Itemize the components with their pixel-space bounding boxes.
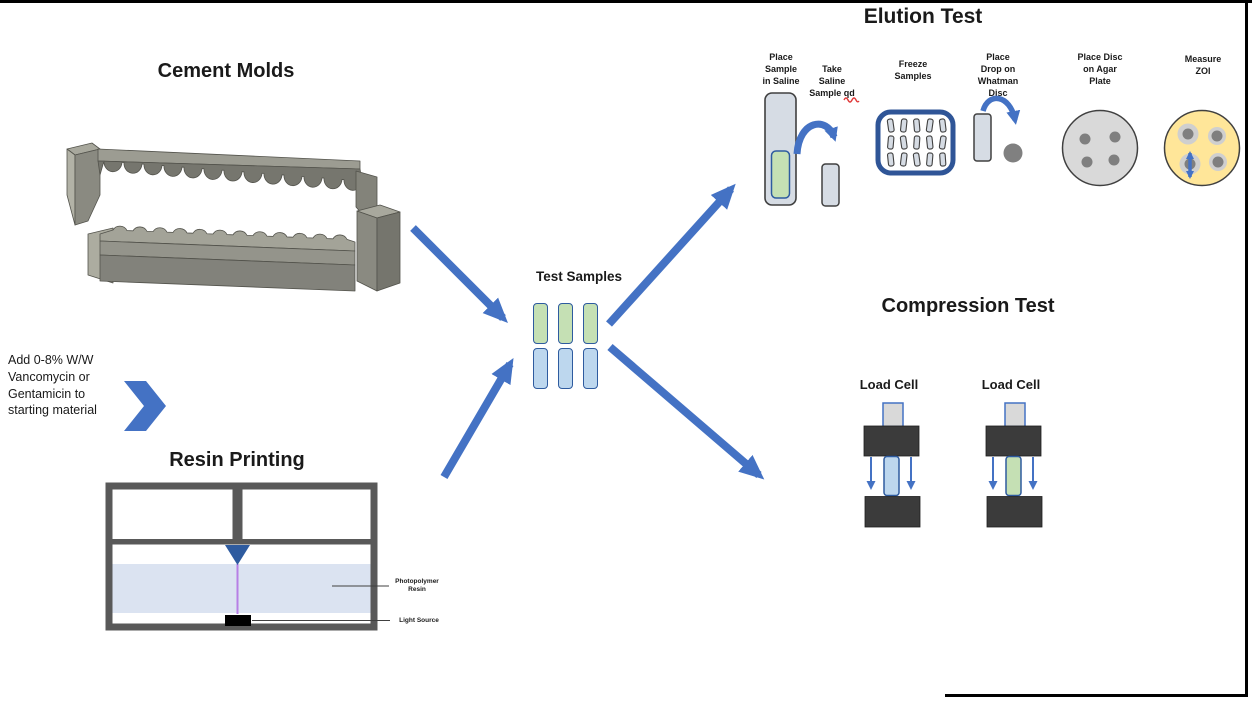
- frame-bottom-border: [945, 694, 1248, 697]
- chevron-arrow-icon: [124, 381, 166, 431]
- load-cell-right-label: Load Cell: [981, 377, 1041, 392]
- step-label-place-drop-whatman: Place Drop on Whatman Disc: [977, 52, 1019, 98]
- photopolymer-resin-label: Photopolymer Resin: [395, 578, 439, 594]
- light-source-block: [225, 615, 251, 626]
- plunger-icon: [1004, 402, 1026, 428]
- agar-plate-icon: [1061, 109, 1139, 187]
- zoi-plate-icon: [1163, 109, 1241, 187]
- arrow-printing-to-samples: [440, 357, 514, 480]
- mold-bottom-right-cap: [356, 210, 378, 292]
- plunger-icon: [882, 402, 904, 428]
- test-sample-blue-3: [583, 348, 598, 389]
- blue-sample-under-load: [883, 455, 900, 497]
- lower-platen: [986, 496, 1043, 528]
- step-label-place-disc-agar: Place Disc on Agar Plate: [1077, 52, 1123, 86]
- agar-plate-discs: [1079, 131, 1121, 168]
- load-cell-left-label: Load Cell: [859, 377, 919, 392]
- elution-test-graphics: [764, 92, 1241, 207]
- test-samples-label: Test Samples: [535, 269, 623, 284]
- step-label-place-sample-in-saline: Place Sample in Saline: [762, 52, 800, 86]
- whatman-disc-icon: [1003, 143, 1023, 163]
- test-sample-green-2: [558, 303, 573, 344]
- compression-test-title: Compression Test: [881, 295, 1055, 317]
- load-cell-right: [985, 402, 1043, 528]
- green-sample-under-load: [1005, 455, 1022, 497]
- print-head-icon: [225, 545, 250, 565]
- test-sample-blue-1: [533, 348, 548, 389]
- arrow-molds-to-samples: [410, 225, 508, 323]
- elution-test-title: Elution Test: [863, 5, 983, 28]
- arrow-samples-to-elution: [606, 183, 736, 327]
- resin-printing-title: Resin Printing: [169, 449, 305, 471]
- whatman-tube-icon: [973, 113, 992, 162]
- test-sample-blue-2: [558, 348, 573, 389]
- aliquot-tube-icon: [821, 163, 840, 207]
- arrow-samples-to-compression: [607, 343, 765, 480]
- upper-platen: [985, 425, 1042, 457]
- cement-molds-title: Cement Molds: [157, 60, 295, 82]
- additive-note: Add 0-8% W/W Vancomycin or Gentamicin to…: [8, 353, 97, 418]
- light-source-label: Light Source: [399, 617, 439, 624]
- upper-platen: [863, 425, 920, 457]
- transfer-arrow-icon: [793, 120, 838, 155]
- frame-right-border: [1245, 0, 1248, 694]
- test-sample-green-1: [533, 303, 548, 344]
- cement-molds-image: [66, 142, 401, 292]
- drop-arrow-icon: [980, 95, 1021, 125]
- test-sample-green-3: [583, 303, 598, 344]
- lower-platen: [864, 496, 921, 528]
- mold-top-scalloped-edge: [97, 160, 363, 191]
- mold-bottom-scalloped-edge: [99, 225, 356, 252]
- sample-in-tube-icon: [770, 150, 791, 199]
- step-label-take-saline-sample: Take Saline Sample qd: [809, 64, 855, 98]
- step-label-freeze-samples: Freeze Samples: [894, 59, 932, 81]
- load-cell-left: [863, 402, 921, 528]
- photopolymer-resin-region: [112, 564, 371, 613]
- step-label-measure-zoi: Measure ZOI: [1184, 54, 1222, 76]
- frozen-tubes: [886, 118, 947, 167]
- resin-printer-diagram: [105, 482, 390, 631]
- spellcheck-squiggle-icon: [843, 97, 860, 103]
- zoi-zones: [1177, 123, 1227, 175]
- compression-test-graphics: [863, 402, 1043, 528]
- frame-top-border: [0, 0, 1252, 3]
